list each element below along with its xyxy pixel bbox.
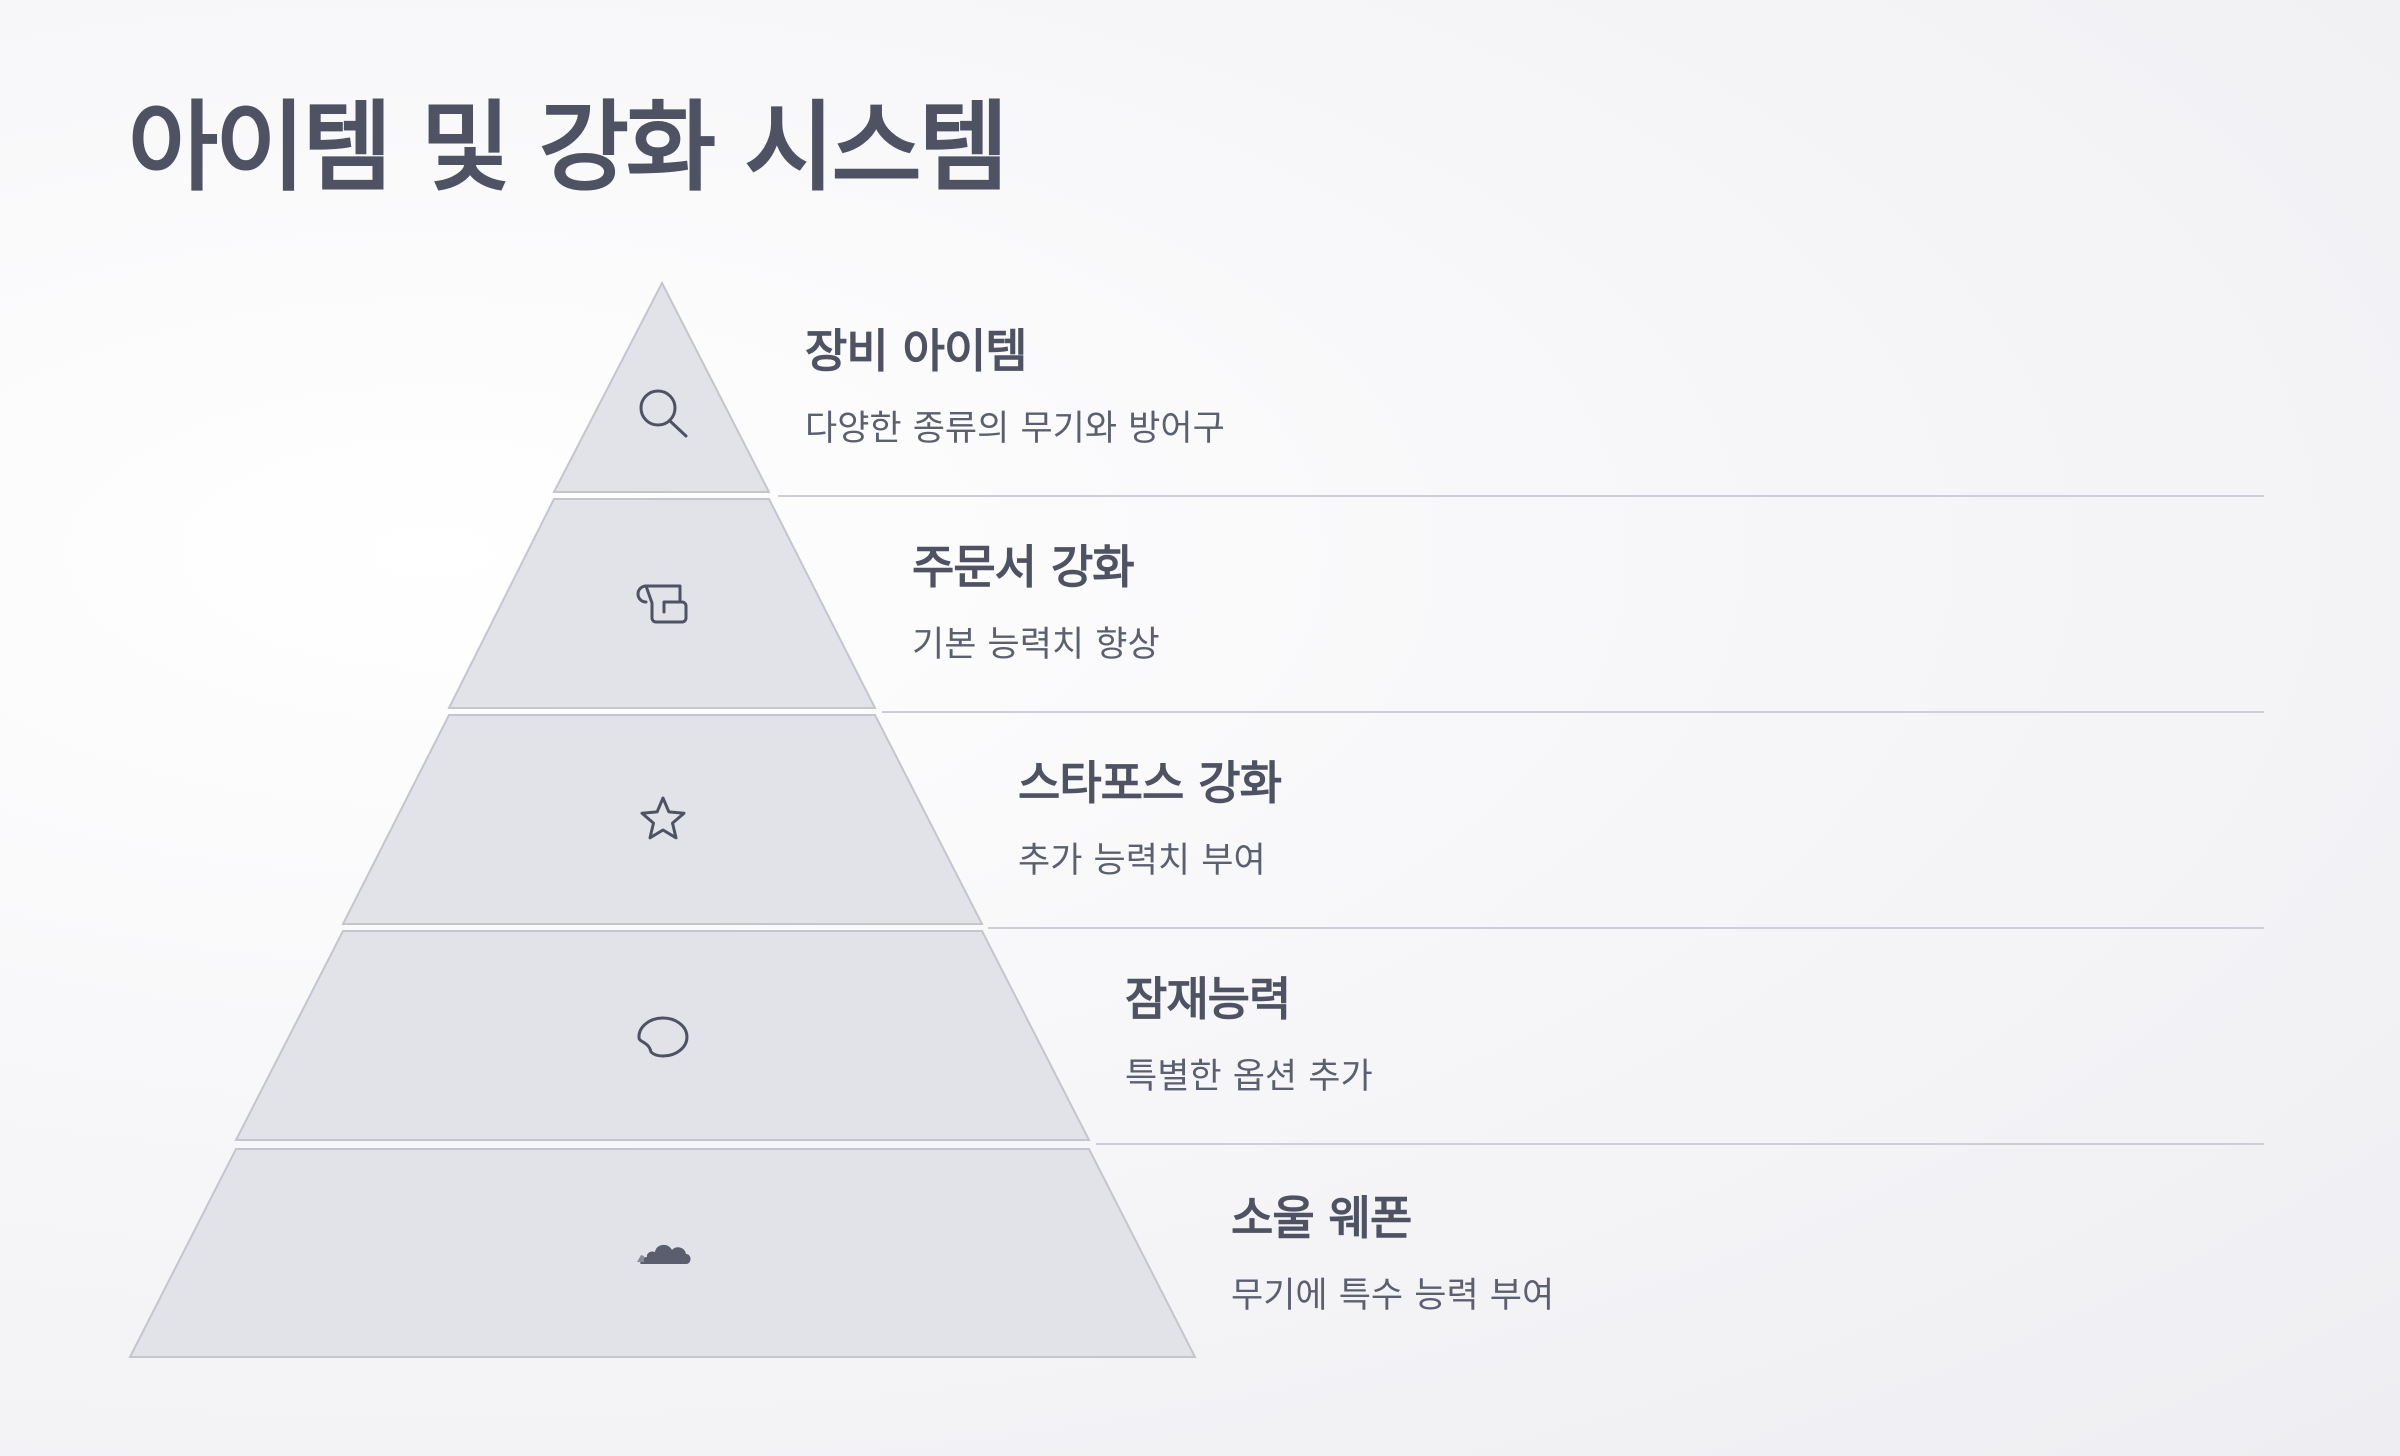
search-icon xyxy=(639,389,688,438)
level-5-title: 소울 웨폰 xyxy=(1231,1191,1412,1245)
level-1-title: 장비 아이템 xyxy=(805,324,1028,378)
star-icon xyxy=(640,796,686,840)
scroll-icon xyxy=(636,584,688,624)
level-2-title: 주문서 강화 xyxy=(912,540,1135,594)
level-4-description: 특별한 옵션 추가 xyxy=(1125,1057,1373,1097)
pyramid-tier-2 xyxy=(447,498,877,709)
page-title: 아이템 및 강화 시스템 xyxy=(128,91,1009,205)
level-5-description: 무기에 특수 능력 부여 xyxy=(1231,1276,1555,1316)
speech-bubble-icon xyxy=(637,1016,689,1058)
pyramid-tier-4 xyxy=(234,930,1091,1141)
level-4-title: 잠재능력 xyxy=(1125,972,1291,1026)
level-3-title: 스타포스 강화 xyxy=(1018,756,1282,810)
pyramid-tier-3 xyxy=(341,714,984,925)
level-1-description: 다양한 종류의 무기와 방어구 xyxy=(805,409,1225,449)
level-2-description: 기본 능력치 향상 xyxy=(912,625,1160,665)
pyramid-tier-1 xyxy=(552,280,771,493)
level-3-description: 추가 능력치 부여 xyxy=(1018,841,1266,881)
cloud-icon xyxy=(637,1244,691,1264)
